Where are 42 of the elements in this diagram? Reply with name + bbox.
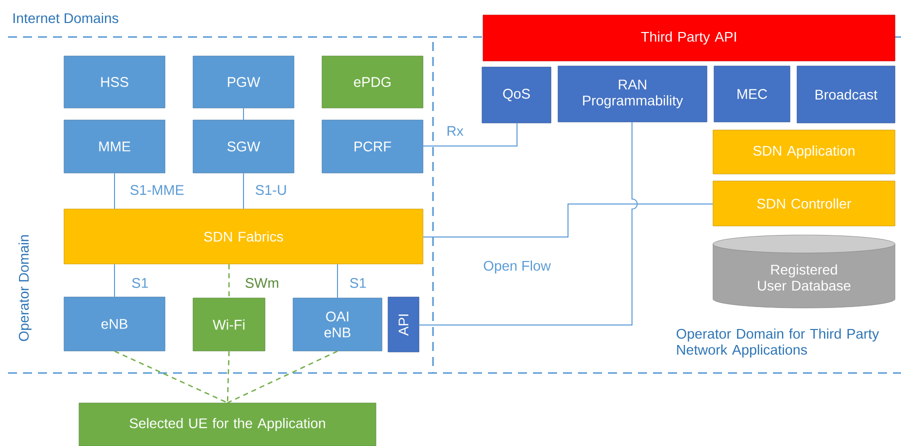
- sdn-box: SDN Controller: [712, 180, 896, 226]
- connector: [337, 264, 338, 298]
- network-box: SGW: [192, 120, 294, 174]
- network-box: Wi-Fi: [192, 298, 266, 352]
- connector: [418, 122, 638, 326]
- domain-label: Internet Domains: [14, 12, 118, 24]
- service-box: API: [388, 296, 420, 352]
- connector: [422, 122, 518, 146]
- network-box: eNB: [64, 296, 166, 352]
- service-box: QoS: [482, 66, 552, 124]
- connector: [114, 172, 116, 210]
- edge-label: S1: [348, 277, 368, 289]
- edge-label: S1-U: [254, 184, 288, 196]
- service-box: Broadcast: [796, 66, 896, 124]
- database-cylinder: Registered User Database: [712, 234, 896, 308]
- connector: [243, 108, 244, 120]
- connector: [226, 351, 230, 403]
- edge-label: S1: [130, 277, 150, 289]
- connector: [228, 264, 230, 298]
- edge-label: Rx: [445, 125, 465, 137]
- edge-label: Open Flow: [482, 259, 552, 275]
- sdn-box: SDN Fabrics: [64, 208, 424, 264]
- connector: [422, 204, 714, 238]
- sdn-box: SDN Application: [712, 130, 896, 174]
- network-box: PCRF: [322, 120, 424, 174]
- connector: [227, 350, 338, 404]
- domain-label: Operator Domain for Third Party Network Applications: [676, 328, 880, 358]
- network-box: HSS: [64, 56, 166, 108]
- edge-label: S1-MME: [128, 184, 186, 196]
- domain-label: Operator Domain: [18, 235, 32, 342]
- edge-label: SWm: [244, 277, 280, 289]
- connector: [243, 172, 244, 210]
- network-box: MME: [64, 120, 166, 174]
- network-box: PGW: [192, 56, 294, 108]
- service-box: MEC: [714, 66, 790, 122]
- api-bar: Third Party API: [482, 14, 896, 62]
- network-box: ePDG: [322, 56, 424, 108]
- network-box: OAI eNB: [292, 298, 382, 352]
- connector: [114, 350, 228, 404]
- network-box: Selected UE for the Application: [78, 402, 376, 446]
- connector: [114, 264, 116, 298]
- service-box: RAN Programmability: [558, 66, 708, 122]
